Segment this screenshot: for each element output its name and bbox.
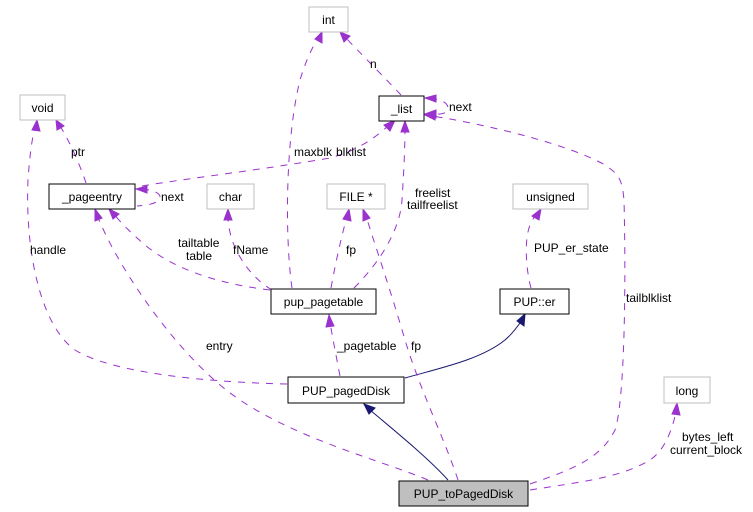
node-label: long [676,384,699,398]
arrow-head [94,207,103,222]
edge-pageddisk-pagetable: _pagetable [325,313,397,377]
edge-label-n: n [370,57,377,71]
arrow-head [342,207,352,222]
edge-label-handle: handle [30,243,66,257]
arrow-head [55,118,65,131]
node-label: int [322,13,335,27]
edge-pagetable-pageentry: tailtable table [108,207,271,291]
edge-label-tailtable: tailtable [178,236,220,250]
node-label: unsigned [526,190,575,204]
node-label: FILE * [339,190,373,204]
edge-line [365,215,459,481]
edge-label-freelist: freelist [415,186,451,200]
node-label: PUP_toPagedDisk [414,487,514,501]
node-unsigned[interactable]: unsigned [512,183,589,210]
arrow-head [516,312,526,327]
edge-label-table: table [186,249,212,263]
edge-label-next: next [449,100,472,114]
arrow-head [314,30,323,44]
node-pageentry[interactable]: _pageentry [48,183,136,210]
edge-label-entry: entry [206,339,233,353]
edge-topageddisk-pageentry: entry [94,207,429,481]
node-pageddisk[interactable]: PUP_pagedDisk [287,376,405,404]
node-label: void [31,101,53,115]
edge-topageddisk-list: tailblklist [423,111,672,485]
node-label: PUP::er [513,295,555,309]
arrow-head [671,401,681,416]
edge-topageddisk-file: fp [362,207,459,481]
edge-er-unsigned: PUP_er_state [525,207,609,289]
node-int[interactable]: int [308,6,349,33]
edge-line [369,409,449,481]
arrow-head [362,403,376,415]
arrow-head [108,207,120,220]
edge-line [286,37,319,289]
edge-topageddisk-pageddisk [362,403,449,481]
edge-pageddisk-er [404,312,526,379]
arrow-head [362,207,371,222]
node-list[interactable]: _list [378,95,425,122]
edge-pagetable-char: fName [223,207,273,291]
edge-label-fp: fp [346,243,356,257]
edge-line [95,213,429,481]
edge-pageentry-void: ptr [55,118,87,184]
arrow-head [423,111,437,121]
node-char[interactable]: char [206,183,255,210]
edge-pageddisk-void: handle [27,118,288,385]
edge-label-ptr: ptr [71,145,85,159]
node-er[interactable]: PUP::er [499,288,570,315]
edge-line [345,37,402,96]
edge-topageddisk-long: bytes_left current_block [529,401,743,491]
edge-pagetable-list-blklist: blklist [141,118,397,187]
edge-line [353,127,406,289]
edge-line [59,125,87,184]
node-label: char [219,190,242,204]
edge-label-fp: fp [411,339,421,353]
edge-line [529,411,677,491]
edge-label-pagetable: _pagetable [336,339,397,353]
edge-line [330,215,348,289]
arrow-head [31,118,41,132]
node-label: pup_pagetable [284,295,364,309]
edge-line [404,319,523,379]
edge-label-tailblklist: tailblklist [626,291,672,305]
edge-line [227,215,273,291]
edges: n next ptr next blklist [27,30,743,491]
node-label: PUP_pagedDisk [302,384,391,398]
nodes: int _list void _pageentry char FILE * un… [19,6,711,507]
edge-label-tailfreelist: tailfreelist [407,198,458,212]
arrow-head [223,207,233,221]
arrow-head [325,313,335,328]
node-long[interactable]: long [663,376,711,404]
edge-line [329,321,341,377]
edge-label-bytes-left: bytes_left [682,430,734,444]
arrow-head [423,94,437,103]
node-label: _list [390,102,413,116]
node-topageddisk[interactable]: PUP_toPagedDisk [398,480,529,507]
node-pagetable[interactable]: pup_pagetable [270,288,377,315]
node-file[interactable]: FILE * [326,183,386,210]
edge-line [136,188,161,207]
node-label: _pageentry [61,190,122,204]
arrow-head [531,207,542,221]
edge-pagetable-file: fp [330,207,356,289]
edge-label-current-block: current_block [670,443,743,457]
arrow-head [134,185,148,194]
edge-label-blklist: blklist [336,145,367,159]
arrow-head [400,119,410,133]
node-void[interactable]: void [19,94,66,121]
edge-pageentry-self: next [134,185,184,207]
arrow-head [339,31,351,43]
edge-label-next: next [161,190,184,204]
edge-line [431,115,626,485]
edge-label-pup-er-state: PUP_er_state [534,241,609,255]
edge-pagetable-list-freelist: freelist tailfreelist [353,119,458,289]
edge-list-int: n [339,31,402,96]
edge-line [27,125,288,385]
edge-line [429,98,449,115]
edge-label-maxblk: maxblk [294,145,333,159]
edge-label-fname: fName [233,243,269,257]
edge-pagetable-int: maxblk [286,30,333,289]
arrow-head [383,118,397,132]
